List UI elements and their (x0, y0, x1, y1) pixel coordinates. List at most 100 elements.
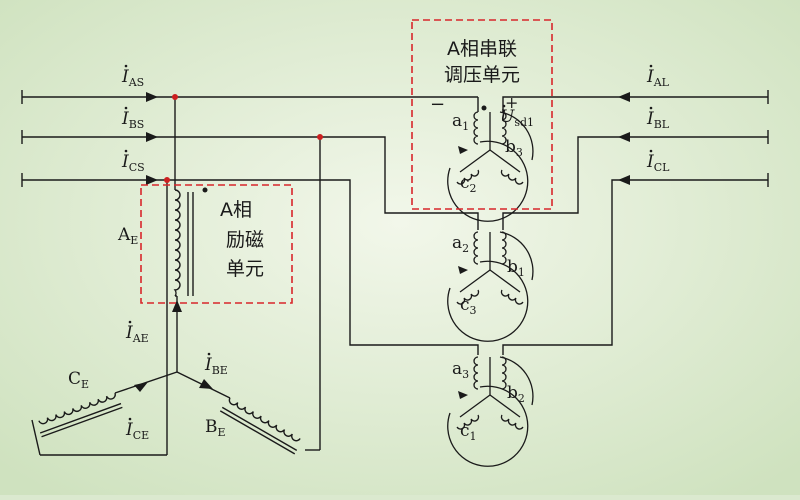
i-cs-arrow (146, 175, 158, 185)
t1-outer-arc (447, 140, 529, 222)
t1-arrow (458, 146, 468, 154)
i-ce-arrow (134, 382, 148, 392)
phasor-dot (124, 149, 128, 153)
t3-coil-c (456, 414, 480, 430)
excitation-unit-label-line1: A相 (220, 199, 252, 221)
winding-labels: AE BE CE (68, 225, 226, 439)
t2-leg-b (489, 269, 521, 293)
t3-leg-b (489, 394, 521, 418)
t2-right-arc (499, 231, 534, 281)
be-label: BE (205, 417, 226, 439)
t2-c-label: c3 (460, 295, 477, 317)
phasor-dot (124, 64, 128, 68)
ce-core-line (39, 402, 122, 434)
t2-coil-c (456, 289, 480, 305)
t3-right-arc (499, 356, 534, 406)
t1-b-label: b3 (505, 137, 523, 159)
transformer-3-labels: a3 b2 c1 (452, 359, 525, 443)
i-bs-arrow (146, 132, 158, 142)
i-bl-label: IBL (646, 109, 670, 131)
ae-label: AE (117, 225, 138, 247)
series-unit-label-line1: A相串联 (447, 38, 517, 60)
phasor-dot (649, 106, 653, 110)
be-core-line (219, 410, 296, 455)
t2-leg-c (459, 269, 491, 293)
t1-leg-b (489, 149, 521, 173)
excitation-unit-label-line3: 单元 (226, 258, 264, 280)
t1-coil-a-left (473, 111, 479, 145)
t1-a-label: a1 (452, 111, 469, 133)
t2-coil-b (500, 289, 524, 305)
polarity-dot (481, 105, 487, 111)
wires (21, 90, 769, 456)
phasor-dot (649, 64, 653, 68)
transformer-1 (447, 111, 534, 222)
t1-coil-c (456, 169, 480, 185)
i-cs-label: ICS (121, 152, 145, 174)
t1-leg-c (459, 149, 491, 173)
i-as-label: IAS (121, 67, 144, 89)
transformer-1-labels: a1 b3 c2 (452, 111, 523, 195)
junction-dot (317, 134, 323, 140)
ce-label: CE (68, 369, 89, 391)
ce-winding (38, 392, 123, 438)
i-bs-label: IBS (121, 109, 144, 131)
t2-coil-a-left (473, 231, 479, 265)
t3-arrow (458, 391, 468, 399)
i-al-arrow (618, 92, 630, 102)
u-sd1-label: Usd1 (500, 107, 534, 129)
excitation-unit-box (140, 184, 293, 304)
t2-b-label: b1 (507, 257, 525, 279)
i-ce-label: ICE (125, 420, 149, 442)
t3-coil-a-right (501, 356, 507, 390)
excitation-unit-label-line2: 励磁 (226, 229, 264, 251)
junctions (164, 94, 323, 183)
t3-coil-a-left (473, 356, 479, 390)
i-bl-arrow (618, 132, 630, 142)
bus-c-right-wire (502, 179, 768, 355)
ce-core-line (41, 406, 123, 438)
phasor-dot (128, 320, 132, 324)
minus-sign: − (430, 94, 445, 115)
transformer-2-labels: a2 b1 c3 (452, 233, 525, 317)
t1-coil-b (500, 169, 524, 185)
t1-c-label: c2 (460, 173, 477, 195)
i-as-arrow (146, 92, 158, 102)
ae-coil (173, 189, 181, 297)
i-al-label: IAL (646, 67, 670, 89)
phasor-dot (502, 104, 506, 108)
phasor-dot (649, 149, 653, 153)
t2-outer-arc (447, 260, 529, 342)
t3-outer-arc (447, 385, 529, 467)
i-be-arrow (199, 379, 213, 389)
phasor-dot (124, 106, 128, 110)
ce-end-wire (31, 419, 41, 456)
phasor-dot (207, 352, 211, 356)
be-winding (219, 397, 301, 455)
polarity-dot (202, 187, 208, 193)
t1-right-arc (499, 111, 534, 161)
t3-a-label: a3 (452, 359, 469, 381)
junction-dot (164, 177, 170, 183)
i-cl-arrow (618, 175, 630, 185)
i-ae-arrow (172, 300, 182, 312)
t3-c-label: c1 (460, 421, 477, 443)
i-cl-label: ICL (646, 152, 670, 174)
t2-arrow (458, 266, 468, 274)
transformer-3 (447, 356, 534, 467)
t3-coil-b (500, 414, 524, 430)
t1-coil-a-right (501, 111, 507, 145)
bus-b-left-wire (22, 136, 479, 230)
be-core-line (221, 406, 298, 451)
transformer-2 (447, 231, 534, 342)
ae-winding (173, 189, 194, 297)
junction-dot (172, 94, 178, 100)
plus-sign: + (505, 93, 518, 112)
be-coil (228, 397, 301, 442)
phasor-dot (128, 417, 132, 421)
series-unit-label-line2: 调压单元 (444, 64, 520, 86)
t3-b-label: b2 (507, 383, 525, 405)
